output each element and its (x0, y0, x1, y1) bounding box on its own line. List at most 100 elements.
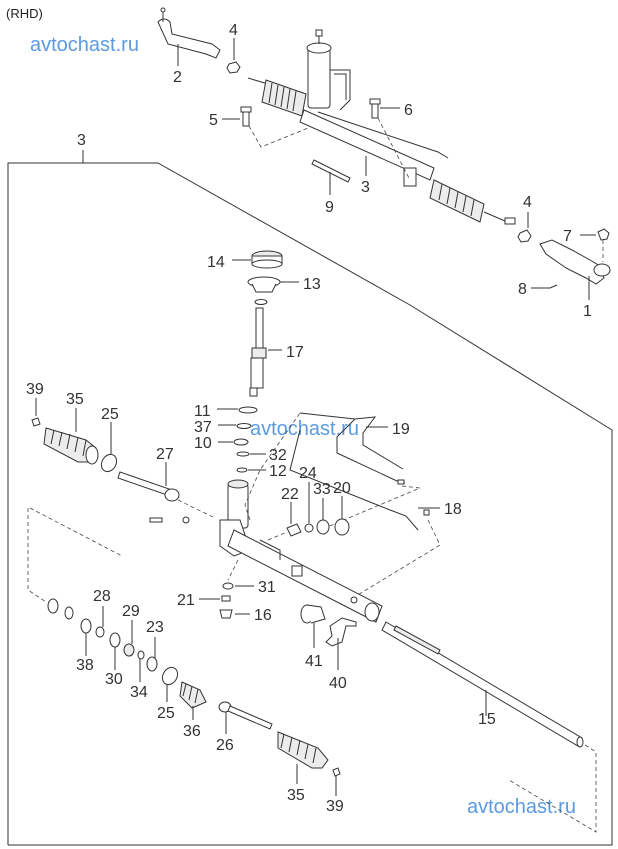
callout-12: 12 (269, 463, 287, 480)
callout-31: 31 (258, 579, 276, 596)
callout-17: 17 (286, 344, 304, 361)
callout-32: 32 (269, 447, 287, 464)
pinion-seal-13 (247, 276, 281, 293)
o-ring-34-icon (137, 650, 145, 660)
callout-11: 11 (194, 403, 211, 420)
callout-41: 41 (305, 653, 323, 670)
callout-6: 6 (404, 102, 413, 119)
callout-22: 22 (281, 486, 299, 503)
callout-8: 8 (518, 281, 527, 298)
mount-bracket-40 (325, 617, 357, 647)
steering-rack-assembly-top (247, 29, 516, 225)
bushing-22-icon (286, 523, 302, 537)
nut-icon (226, 61, 241, 74)
tie-rod-end-left (157, 7, 221, 59)
clip-icon (31, 417, 41, 427)
callout-28: 28 (93, 588, 111, 605)
tie-rod-end-right (539, 228, 611, 285)
variant-label: (RHD) (6, 6, 43, 21)
nut-icon (304, 523, 314, 533)
callout-29: 29 (122, 603, 140, 620)
callout-40: 40 (329, 675, 347, 692)
nut-icon (182, 516, 190, 524)
rack-housing-main (219, 479, 383, 623)
nut-21-icon (221, 595, 231, 602)
callout-3-frame: 3 (77, 132, 86, 149)
washer-23-icon (146, 656, 158, 672)
bolt-icon (369, 98, 381, 119)
watermark-top: avtochast.ru (30, 34, 139, 56)
callout-24: 24 (299, 465, 317, 482)
o-ring-icon (47, 598, 59, 614)
hydraulic-tube-19 (299, 412, 406, 485)
callout-20: 20 (333, 480, 351, 497)
o-ring-icon (238, 406, 258, 414)
callout-9: 9 (325, 199, 334, 216)
callout-5: 5 (209, 112, 218, 129)
callout-23: 23 (146, 619, 164, 636)
o-ring-icon (236, 423, 252, 429)
bolt-icon (240, 106, 252, 127)
cap-16-icon (219, 609, 233, 619)
seal-icon (233, 438, 249, 446)
callout-35-top: 35 (66, 391, 84, 408)
callout-37: 37 (194, 419, 212, 436)
o-ring-28-icon (95, 626, 105, 638)
watermark-middle: avtochast.ru (250, 418, 359, 440)
seal-33-icon (316, 519, 330, 535)
rack-boot-35-bottom (277, 731, 329, 769)
pinion-cap-14 (251, 250, 283, 269)
mount-bushing-41 (300, 604, 326, 624)
callout-36: 36 (183, 723, 201, 740)
callout-4-top-left: 4 (229, 22, 238, 39)
plug-31-icon (222, 582, 234, 590)
washer-icon (64, 606, 74, 620)
callout-39-bottom: 39 (326, 798, 344, 815)
rack-boot-35-top (43, 427, 99, 465)
callout-21: 21 (177, 592, 195, 609)
seal-20-icon (334, 518, 350, 536)
hydraulic-tube-18 (289, 429, 430, 531)
boot-clamp-icon (100, 453, 118, 473)
watermark-bottom: avtochast.ru (467, 796, 576, 818)
callout-34: 34 (130, 684, 148, 701)
label-plate-icon (311, 159, 351, 183)
callout-39-top: 39 (26, 381, 44, 398)
callout-3-top: 3 (361, 179, 370, 196)
seal-30-icon (109, 632, 121, 648)
assembly-frame (7, 150, 613, 846)
callout-1: 1 (583, 303, 592, 320)
callout-13: 13 (303, 276, 321, 293)
washer-38-icon (80, 618, 92, 634)
callout-19: 19 (392, 421, 410, 438)
ring-icon (236, 451, 250, 457)
callout-33: 33 (313, 481, 331, 498)
callout-25-bottom: 25 (157, 705, 175, 722)
callout-16: 16 (254, 607, 272, 624)
callout-7: 7 (563, 228, 572, 245)
callout-25-top: 25 (101, 406, 119, 423)
callout-4-top-right: 4 (523, 194, 532, 211)
ring-icon (254, 299, 268, 305)
callout-27: 27 (156, 446, 174, 463)
nut-icon (517, 229, 532, 243)
dust-boot-36 (179, 681, 207, 709)
rack-bar-15 (381, 621, 584, 748)
pin-icon (149, 517, 163, 523)
callout-18: 18 (444, 501, 462, 518)
inner-tie-rod-27 (117, 471, 180, 502)
callout-10: 10 (194, 435, 212, 452)
boot-clamp-icon (161, 666, 179, 686)
inner-tie-rod-26 (218, 701, 273, 730)
callout-26: 26 (216, 737, 234, 754)
bearing-29-icon (123, 643, 135, 657)
clip-icon (332, 767, 341, 777)
callout-35-bottom: 35 (287, 787, 305, 804)
callout-14: 14 (207, 254, 225, 271)
callout-38: 38 (76, 657, 94, 674)
callout-30: 30 (105, 671, 123, 688)
callout-2: 2 (173, 69, 182, 86)
callout-15: 15 (478, 711, 496, 728)
pinion-shaft-17 (249, 307, 267, 397)
